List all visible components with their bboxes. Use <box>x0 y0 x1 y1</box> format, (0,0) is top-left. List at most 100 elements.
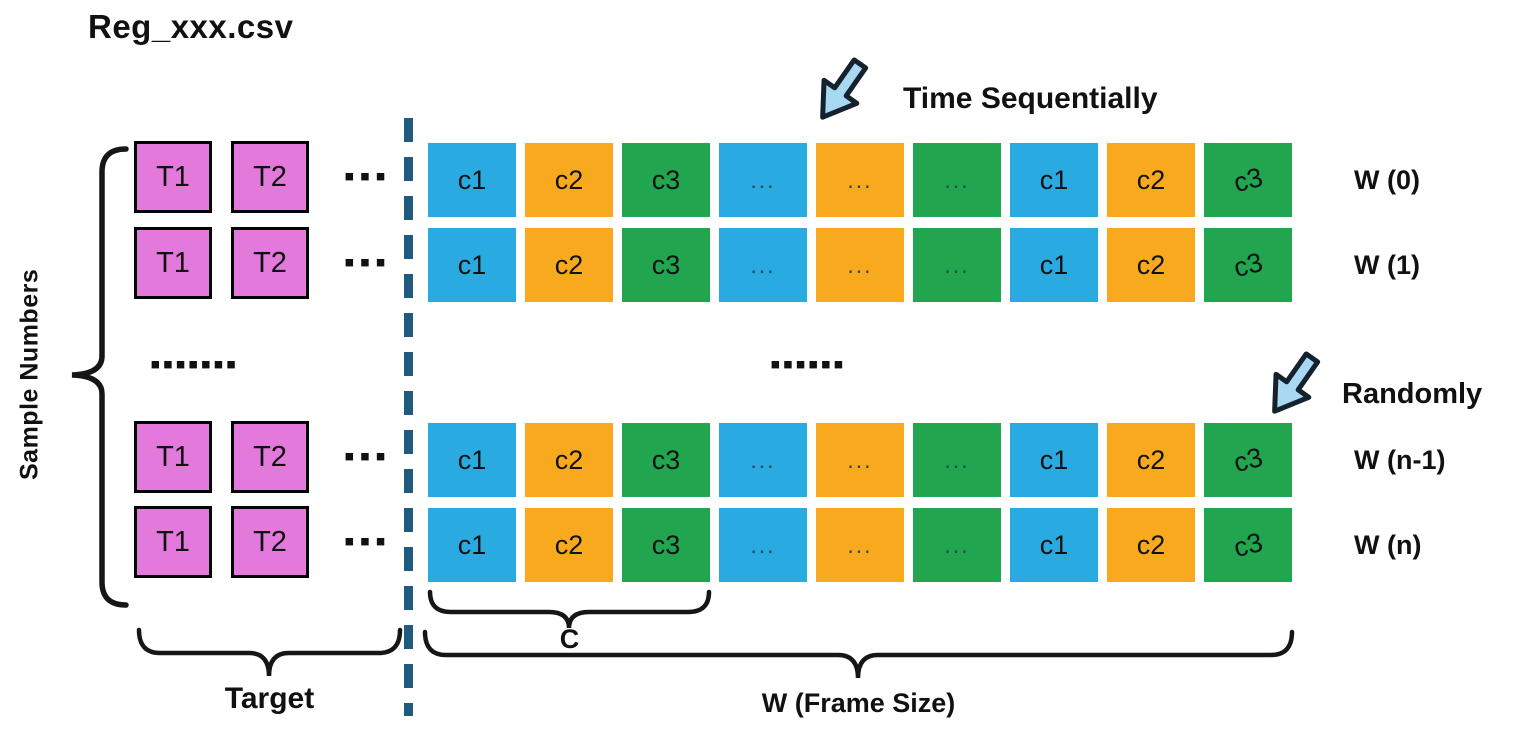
window-row-label: W (n-1) <box>1354 444 1446 475</box>
target-cell: T2 <box>231 506 309 578</box>
frame-cell-label: ... <box>750 531 776 558</box>
file-title: Reg_xxx.csv <box>88 8 294 45</box>
frame-cell-label: c3 <box>1230 441 1266 478</box>
time-sequentially-arrow-icon <box>801 47 881 134</box>
frame-cell-label: c1 <box>1039 444 1069 475</box>
target-cell: T1 <box>134 506 212 578</box>
target-cell: T2 <box>231 141 309 213</box>
frame-cell: c3 <box>622 508 710 582</box>
frame-cell-label: c1 <box>457 529 487 560</box>
frame-cell: c1 <box>428 228 516 302</box>
frame-cell: c3 <box>622 143 710 217</box>
frame-cell-label: c1 <box>1039 529 1069 560</box>
frame-cell: c3 <box>1204 143 1292 217</box>
frame-cell: c3 <box>1204 423 1292 497</box>
target-cell: T1 <box>134 227 212 299</box>
c-brace-label: C <box>559 624 580 654</box>
target-cell-label: T1 <box>156 440 190 473</box>
frame-separator-dots: ▪▪▪▪▪▪ <box>770 348 846 381</box>
frame-row: c1 c2 c3 ... ... ... c1 c2 c3 W (1) <box>428 228 1420 302</box>
target-row: T1 T2 ▪▪▪ <box>134 506 391 578</box>
target-row: T1 T2 ▪▪▪ <box>134 141 391 213</box>
frame-cell-label: c3 <box>1230 246 1266 283</box>
target-cell: T1 <box>134 421 212 493</box>
frame-cell-label: c3 <box>651 529 681 560</box>
frame-cell-label: ... <box>847 446 873 473</box>
frame-cell-label: ... <box>750 446 776 473</box>
frame-cell: c1 <box>428 508 516 582</box>
frame-cell-label: c2 <box>554 249 584 280</box>
frame-size-brace <box>422 629 1295 682</box>
divider-dashed-line <box>404 118 413 716</box>
frame-cell: c2 <box>525 143 613 217</box>
frame-cell-label: ... <box>847 251 873 278</box>
frame-cell-label: c3 <box>651 249 681 280</box>
target-row-ellipsis: ▪▪▪ <box>344 525 391 558</box>
frame-cell-label: c2 <box>1136 529 1166 560</box>
target-row-ellipsis: ▪▪▪ <box>344 160 391 193</box>
frame-cell: c2 <box>1107 423 1195 497</box>
target-cell-label: T2 <box>253 525 287 558</box>
randomly-arrow-icon <box>1253 341 1333 428</box>
frame-cell: c1 <box>1010 508 1098 582</box>
frame-cell-label: c1 <box>457 164 487 195</box>
target-cell: T2 <box>231 227 309 299</box>
frame-cell-label: ... <box>944 531 970 558</box>
frame-cell: c1 <box>428 143 516 217</box>
frame-cell: c3 <box>1204 508 1292 582</box>
target-cell: T1 <box>134 141 212 213</box>
frame-cell: c3 <box>622 423 710 497</box>
frame-cell: ... <box>719 508 807 582</box>
frame-cell-label: ... <box>750 251 776 278</box>
frame-cell: ... <box>913 508 1001 582</box>
frame-cell-label: ... <box>750 166 776 193</box>
frame-cell-label: c2 <box>554 444 584 475</box>
target-brace <box>136 627 403 680</box>
frame-cell-label: c1 <box>457 249 487 280</box>
frame-cell: c3 <box>622 228 710 302</box>
frame-cell: ... <box>913 143 1001 217</box>
frame-cell: c1 <box>428 423 516 497</box>
frame-cell: ... <box>719 423 807 497</box>
target-brace-label: Target <box>224 682 315 715</box>
frame-size-brace-label: W (Frame Size) <box>761 688 956 718</box>
frame-cell-label: c3 <box>651 164 681 195</box>
target-cell-label: T1 <box>156 160 190 193</box>
frame-row: c1 c2 c3 ... ... ... c1 c2 c3 W (n) <box>428 508 1421 582</box>
frame-cell-label: c2 <box>554 164 584 195</box>
frame-cell-label: c2 <box>1136 164 1166 195</box>
frame-cell: c1 <box>1010 143 1098 217</box>
frame-cell-label: ... <box>847 531 873 558</box>
frame-row: c1 c2 c3 ... ... ... c1 c2 c3 W (0) <box>428 143 1420 217</box>
frame-cell-label: c1 <box>1039 164 1069 195</box>
frame-cell: ... <box>913 423 1001 497</box>
frame-cell: ... <box>719 228 807 302</box>
frame-cell-label: c2 <box>554 529 584 560</box>
frame-cell: c2 <box>525 228 613 302</box>
frame-cell: c2 <box>525 423 613 497</box>
window-row-label: W (n) <box>1354 529 1422 560</box>
frame-cell: c2 <box>1107 143 1195 217</box>
window-row-label: W (0) <box>1354 164 1420 195</box>
target-cell: T2 <box>231 421 309 493</box>
target-row-ellipsis: ▪▪▪ <box>344 246 391 279</box>
target-cell-label: T2 <box>253 160 287 193</box>
frame-cell-label: c2 <box>1136 444 1166 475</box>
sample-numbers-brace <box>62 146 132 608</box>
c-brace <box>427 589 712 630</box>
frame-cell: c2 <box>525 508 613 582</box>
frame-cell-label: c1 <box>457 444 487 475</box>
frame-cell: ... <box>816 228 904 302</box>
frame-cell-label: c3 <box>651 444 681 475</box>
frame-cell-label: c3 <box>1230 526 1266 563</box>
window-row-label: W (1) <box>1354 249 1420 280</box>
frame-cell: ... <box>816 143 904 217</box>
frame-row: c1 c2 c3 ... ... ... c1 c2 c3 W (n-1) <box>428 423 1445 497</box>
target-row-ellipsis: ▪▪▪ <box>344 440 391 473</box>
frame-cell: c1 <box>1010 228 1098 302</box>
frame-cell-label: ... <box>944 251 970 278</box>
frame-cell-label: ... <box>847 166 873 193</box>
frame-cell-label: ... <box>944 446 970 473</box>
frame-cell-label: ... <box>944 166 970 193</box>
